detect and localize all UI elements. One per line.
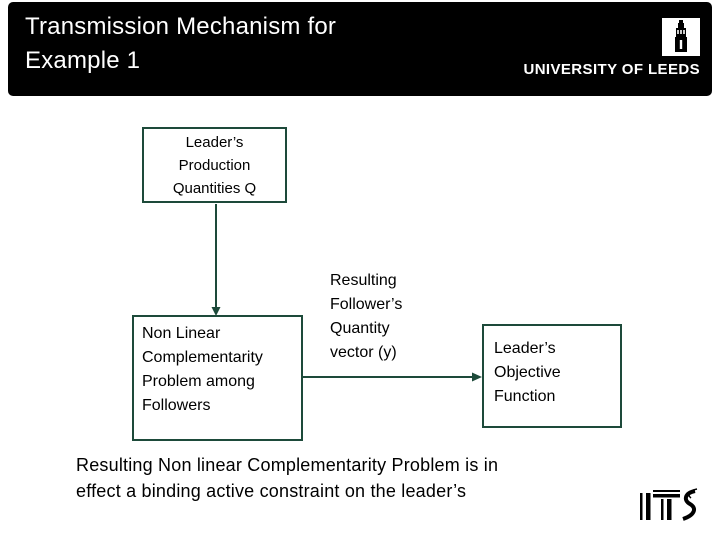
label-text-line: Resulting bbox=[330, 272, 397, 289]
box-text-line: Followers bbox=[142, 397, 211, 414]
box-text-line: Quantities Q bbox=[172, 179, 257, 197]
box-nonlinear-complementarity-problem: Non Linear Complementarity Problem among… bbox=[132, 315, 303, 441]
label-text-line: vector (y) bbox=[330, 344, 397, 361]
label-text-line: Quantity bbox=[330, 320, 390, 337]
box-text-line: Objective bbox=[494, 364, 561, 381]
footer-note-line: effect a binding active constraint on th… bbox=[76, 481, 467, 501]
footer-note: Resulting Non linear Complementarity Pro… bbox=[76, 452, 498, 504]
title-line-1: Transmission Mechanism for bbox=[25, 13, 337, 40]
box-text-line: Leader’s bbox=[494, 340, 556, 357]
box-text-line: Production bbox=[178, 156, 251, 174]
footer-note-line: Resulting Non linear Complementarity Pro… bbox=[76, 455, 499, 475]
its-logo-icon bbox=[640, 488, 698, 521]
box-text-line: Function bbox=[494, 388, 556, 405]
box-text-line: Problem among bbox=[142, 373, 255, 390]
slide-title: Transmission Mechanism for Example 1 bbox=[25, 10, 336, 78]
university-of-leeds-logo: UNIVERSITY OF LEEDS bbox=[523, 18, 700, 78]
title-bar: Transmission Mechanism for Example 1 bbox=[8, 2, 712, 96]
parkinson-tower-icon bbox=[662, 18, 700, 56]
box-text-line: Non Linear bbox=[142, 325, 221, 342]
box-text-line: Leader’s bbox=[185, 133, 244, 151]
label-text-line: Follower’s bbox=[330, 296, 403, 313]
box-text-line: Complementarity bbox=[142, 349, 263, 366]
label-resulting-follower-quantity-vector: Resulting Follower’s Quantity vector (y) bbox=[330, 269, 402, 365]
university-of-leeds-wordmark: UNIVERSITY OF LEEDS bbox=[523, 61, 700, 78]
box-leaders-production-quantities: Leader’s Production Quantities Q bbox=[142, 127, 287, 203]
box-leaders-objective-function: Leader’s Objective Function bbox=[482, 324, 622, 428]
title-line-2: Example 1 bbox=[25, 47, 141, 74]
